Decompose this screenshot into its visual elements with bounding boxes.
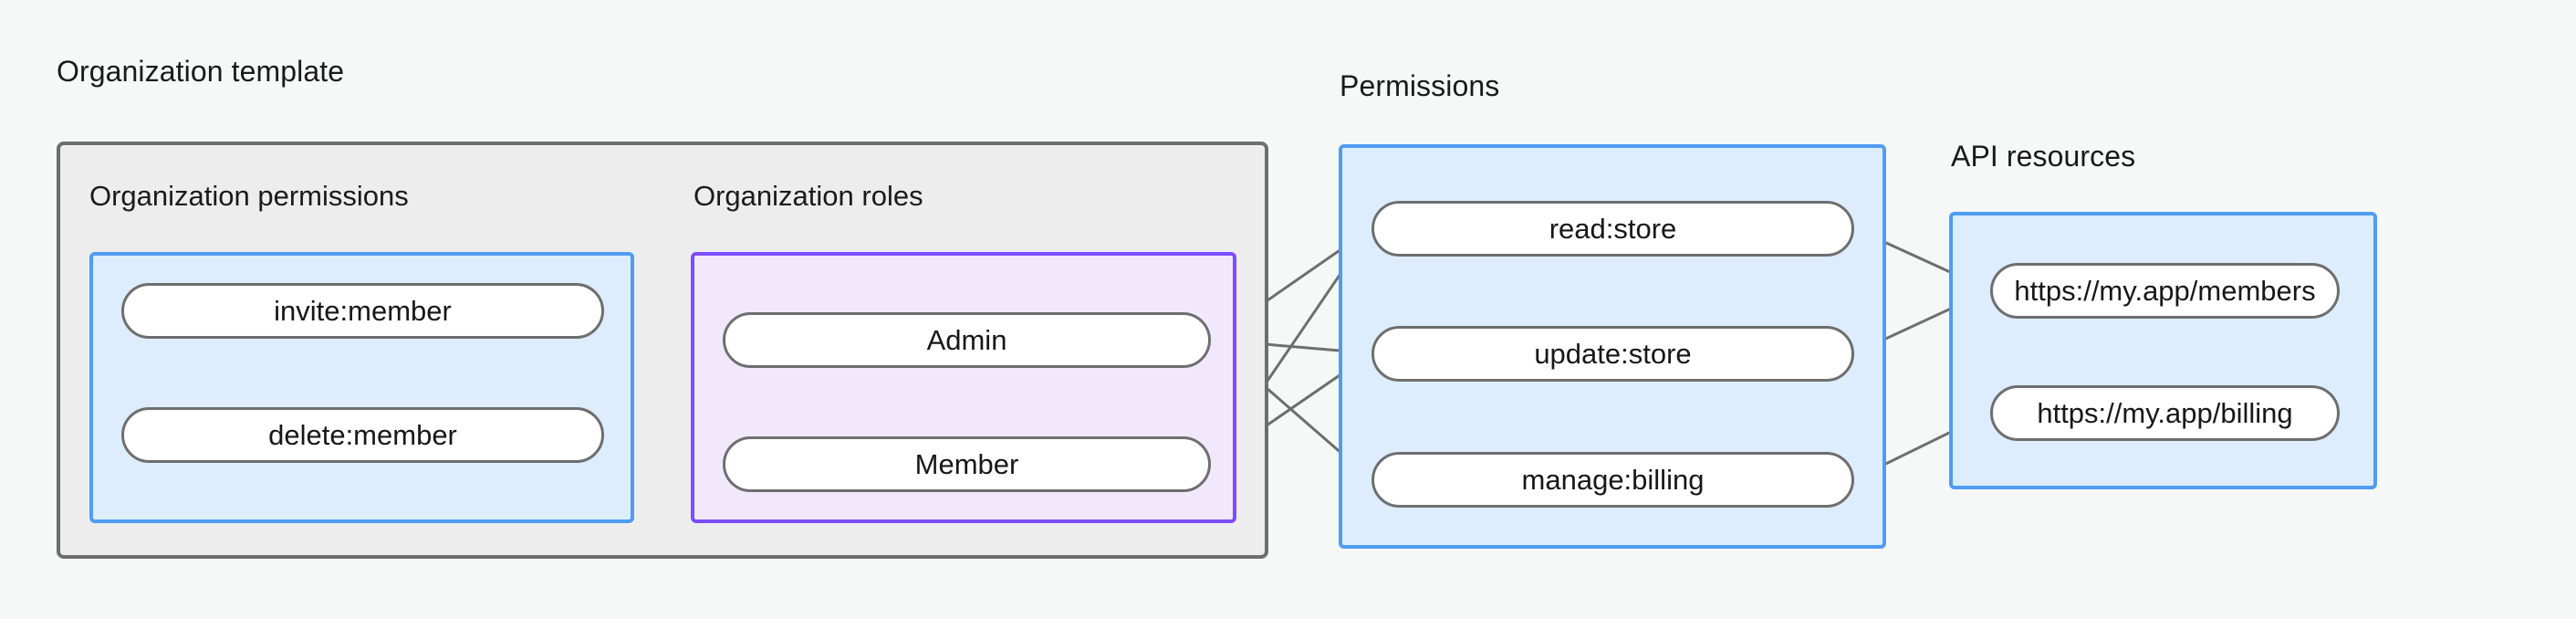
api-resources-box <box>1949 212 2377 489</box>
node-update-store[interactable]: update:store <box>1371 326 1854 382</box>
node-manage-billing[interactable]: manage:billing <box>1371 452 1854 508</box>
node-members-url[interactable]: https://my.app/members <box>1990 263 2340 319</box>
api-resources-title: API resources <box>1951 140 2136 173</box>
organization-template-title: Organization template <box>57 55 345 88</box>
node-read-store[interactable]: read:store <box>1371 201 1854 257</box>
node-admin[interactable]: Admin <box>723 312 1211 368</box>
permissions-title: Permissions <box>1340 69 1500 102</box>
node-delete-member[interactable]: delete:member <box>121 407 604 463</box>
node-invite-member[interactable]: invite:member <box>121 283 604 339</box>
organization-roles-title: Organization roles <box>694 180 923 212</box>
node-member[interactable]: Member <box>723 436 1211 492</box>
organization-permissions-title: Organization permissions <box>89 180 409 212</box>
node-billing-url[interactable]: https://my.app/billing <box>1990 385 2340 441</box>
